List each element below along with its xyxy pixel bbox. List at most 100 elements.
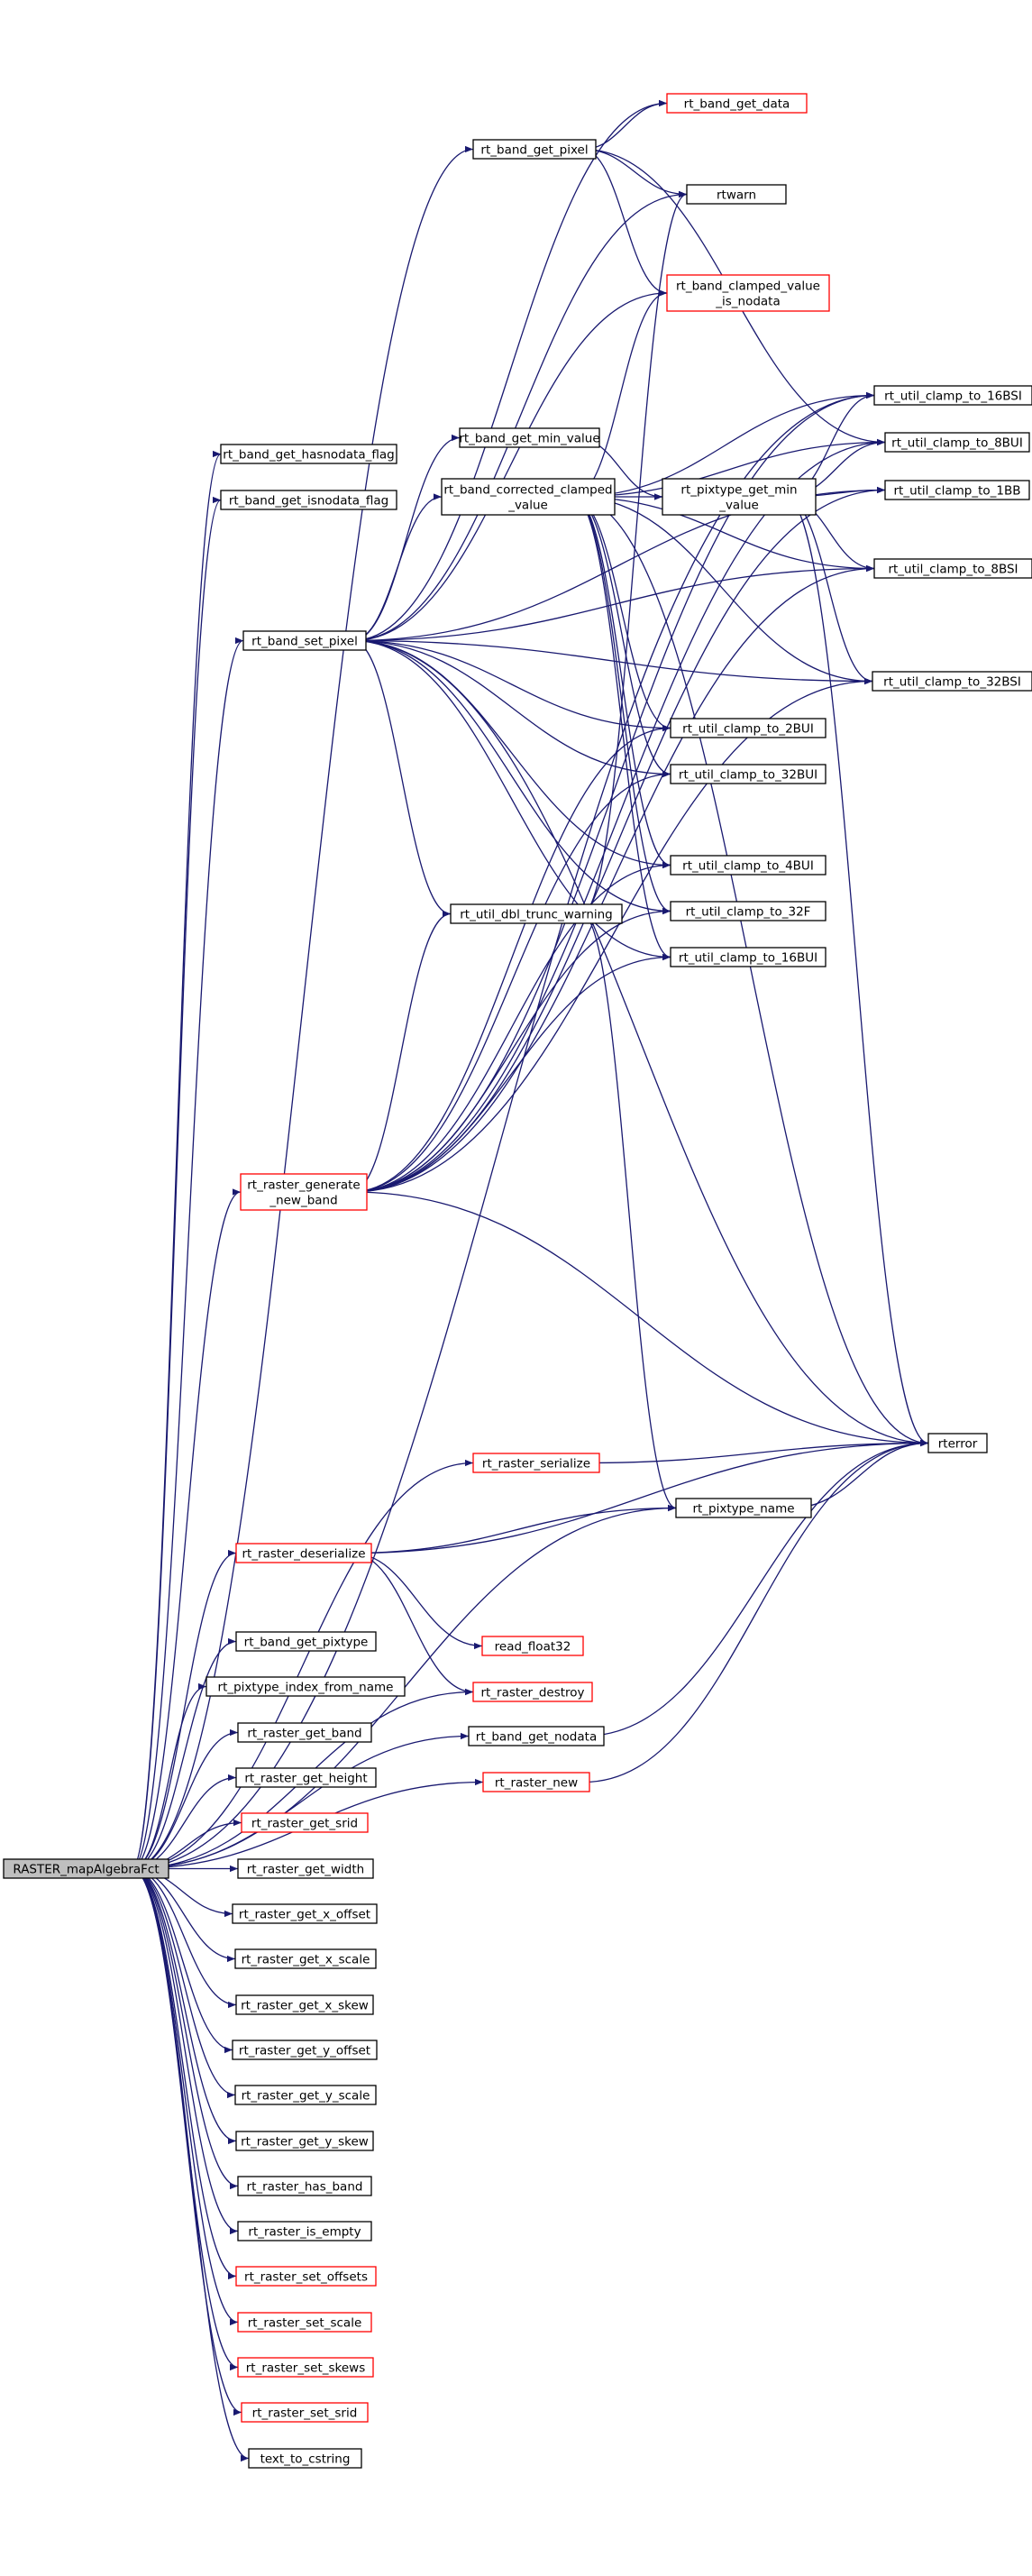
edge-band-set-pixel-to-rterror: [352, 639, 929, 1447]
node-label: RASTER_mapAlgebraFct: [13, 1863, 159, 1877]
edge-band-corrected-clamped-value-to-clamp-32bsi: [573, 496, 873, 685]
node-raster-get-srid[interactable]: rt_raster_get_srid: [241, 1812, 369, 1833]
node-raster-new[interactable]: rt_raster_new: [482, 1772, 590, 1792]
node-band-get-isnodata-flag[interactable]: rt_band_get_isnodata_flag: [220, 490, 397, 510]
edge-root-to-band-get-nodata: [132, 1732, 470, 1870]
edge-root-to-raster-get-y-offset: [132, 1867, 233, 2054]
node-box: [241, 2402, 369, 2423]
node-raster-generate-new-band[interactable]: rt_raster_generate_new_band: [240, 1173, 368, 1211]
edge-band-set-pixel-to-clamp-8bsi: [352, 564, 875, 642]
node-box: [482, 1772, 590, 1792]
node-band-corrected-clamped-value[interactable]: rt_band_corrected_clamped_value: [441, 478, 616, 516]
edge-band-corrected-clamped-value-to-rterror: [573, 496, 929, 1447]
node-pixtype-name[interactable]: rt_pixtype_name: [675, 1498, 812, 1518]
node-raster-get-x-scale[interactable]: rt_raster_get_x_scale: [234, 1948, 377, 1969]
node-label: rt_raster_get_band: [247, 1727, 361, 1741]
edge-root-to-band-get-pixtype: [132, 1637, 237, 1870]
edge-raster-generate-new-band-to-clamp-32bsi: [351, 677, 873, 1193]
node-box: [662, 478, 817, 516]
node-label: _is_nodata: [715, 295, 781, 309]
node-raster-get-y-scale[interactable]: rt_raster_get_y_scale: [234, 2085, 377, 2105]
node-label: rt_raster_get_height: [244, 1772, 367, 1786]
node-band-get-hasnodata-flag[interactable]: rt_band_get_hasnodata_flag: [220, 444, 397, 464]
node-pixtype-index-from-name[interactable]: rt_pixtype_index_from_name: [205, 1676, 406, 1697]
edge-raster-generate-new-band-to-clamp-8bsi: [351, 564, 875, 1193]
node-label: rt_util_clamp_to_32BSI: [883, 675, 1021, 690]
node-raster-has-band[interactable]: rt_raster_has_band: [237, 2176, 372, 2196]
node-box: [248, 2448, 362, 2469]
edge-band-corrected-clamped-value-to-clamp-16bui: [573, 496, 671, 961]
node-raster-get-height[interactable]: rt_raster_get_height: [235, 1767, 377, 1788]
node-pixtype-get-min-value[interactable]: rt_pixtype_get_min_value: [662, 478, 817, 516]
node-dbl-trunc-warning[interactable]: rt_util_dbl_trunc_warning: [450, 903, 623, 924]
node-clamp-32bsi[interactable]: rt_util_clamp_to_32BSI: [872, 671, 1032, 692]
node-clamp-16bsi[interactable]: rt_util_clamp_to_16BSI: [873, 385, 1032, 406]
node-rterror[interactable]: rterror: [927, 1433, 988, 1453]
node-box: [927, 1433, 988, 1453]
node-raster-get-y-offset[interactable]: rt_raster_get_y_offset: [232, 2040, 378, 2060]
node-box: [884, 432, 1030, 453]
node-raster-get-y-skew[interactable]: rt_raster_get_y_skew: [235, 2131, 374, 2151]
node-band-get-pixel[interactable]: rt_band_get_pixel: [472, 139, 597, 160]
node-label: rt_band_corrected_clamped: [443, 483, 612, 498]
node-label: rt_raster_is_empty: [248, 2225, 361, 2240]
node-box: [670, 947, 827, 967]
node-box: [675, 1498, 812, 1518]
node-clamp-32f[interactable]: rt_util_clamp_to_32F: [670, 901, 827, 921]
edge-root-to-band-get-hasnodata-flag: [131, 451, 222, 1870]
node-clamp-1bb[interactable]: rt_util_clamp_to_1BB: [884, 480, 1030, 500]
node-label: rt_util_clamp_to_1BB: [893, 484, 1020, 499]
node-box: [670, 764, 827, 784]
node-label: text_to_cstring: [260, 2452, 351, 2467]
node-box: [472, 1682, 593, 1702]
node-raster-set-srid[interactable]: rt_raster_set_srid: [241, 2402, 369, 2423]
node-band-get-nodata[interactable]: rt_band_get_nodata: [468, 1726, 605, 1746]
node-label: rt_raster_set_skews: [246, 2361, 365, 2376]
node-box: [472, 139, 597, 160]
node-band-get-data[interactable]: rt_band_get_data: [666, 93, 808, 114]
node-box: [242, 630, 367, 651]
node-raster-deserialize[interactable]: rt_raster_deserialize: [235, 1543, 372, 1563]
node-clamp-2bui[interactable]: rt_util_clamp_to_2BUI: [670, 718, 827, 738]
node-label: _new_band: [269, 1194, 337, 1208]
edge-root-to-band-get-pixel: [132, 146, 474, 1870]
node-band-set-pixel[interactable]: rt_band_set_pixel: [242, 630, 367, 651]
edge-raster-generate-new-band-to-clamp-32f: [351, 907, 671, 1193]
node-label: rt_util_clamp_to_32BUI: [679, 768, 817, 783]
node-raster-set-skews[interactable]: rt_raster_set_skews: [237, 2357, 374, 2378]
edge-root-to-raster-serialize: [132, 1459, 474, 1870]
node-clamp-8bui[interactable]: rt_util_clamp_to_8BUI: [884, 432, 1030, 453]
edge-band-set-pixel-to-dbl-trunc-warning: [352, 639, 452, 918]
node-box: [237, 2357, 374, 2378]
node-read-float32[interactable]: read_float32: [481, 1636, 584, 1656]
node-band-clamped-value-is-nodata[interactable]: rt_band_clamped_value_is_nodata: [666, 274, 830, 312]
edge-raster-serialize-to-rterror: [583, 1439, 929, 1464]
node-raster-set-offsets[interactable]: rt_raster_set_offsets: [235, 2266, 377, 2287]
node-label: rt_util_clamp_to_32F: [686, 905, 811, 920]
node-clamp-4bui[interactable]: rt_util_clamp_to_4BUI: [670, 855, 827, 875]
node-box: [3, 1858, 169, 1879]
node-rtwarn[interactable]: rtwarn: [686, 184, 787, 205]
edge-raster-deserialize-to-pixtype-name: [351, 1504, 677, 1554]
node-raster-set-scale[interactable]: rt_raster_set_scale: [237, 2312, 372, 2333]
node-raster-is-empty[interactable]: rt_raster_is_empty: [237, 2221, 372, 2241]
node-raster-destroy[interactable]: rt_raster_destroy: [472, 1682, 593, 1702]
node-root[interactable]: RASTER_mapAlgebraFct: [3, 1858, 169, 1879]
node-raster-get-x-skew[interactable]: rt_raster_get_x_skew: [235, 1994, 374, 2015]
node-raster-get-x-offset[interactable]: rt_raster_get_x_offset: [232, 1903, 378, 1924]
edge-raster-generate-new-band-to-clamp-1bb: [351, 486, 886, 1193]
node-clamp-32bui[interactable]: rt_util_clamp_to_32BUI: [670, 764, 827, 784]
node-band-get-min-value[interactable]: rt_band_get_min_value: [459, 427, 600, 448]
node-text-to-cstring[interactable]: text_to_cstring: [248, 2448, 362, 2469]
edge-band-set-pixel-to-clamp-16bui: [352, 639, 671, 961]
node-raster-get-band[interactable]: rt_raster_get_band: [237, 1722, 372, 1743]
edge-band-set-pixel-to-band-corrected-clamped-value: [352, 493, 443, 642]
node-raster-serialize[interactable]: rt_raster_serialize: [472, 1453, 600, 1473]
node-clamp-16bui[interactable]: rt_util_clamp_to_16BUI: [670, 947, 827, 967]
node-band-get-pixtype[interactable]: rt_band_get_pixtype: [235, 1631, 377, 1652]
node-raster-get-width[interactable]: rt_raster_get_width: [237, 1858, 374, 1879]
node-box: [237, 1858, 374, 1879]
node-clamp-8bsi[interactable]: rt_util_clamp_to_8BSI: [873, 558, 1032, 579]
edge-root-to-raster-set-offsets: [132, 1867, 237, 2280]
node-box: [872, 671, 1032, 692]
